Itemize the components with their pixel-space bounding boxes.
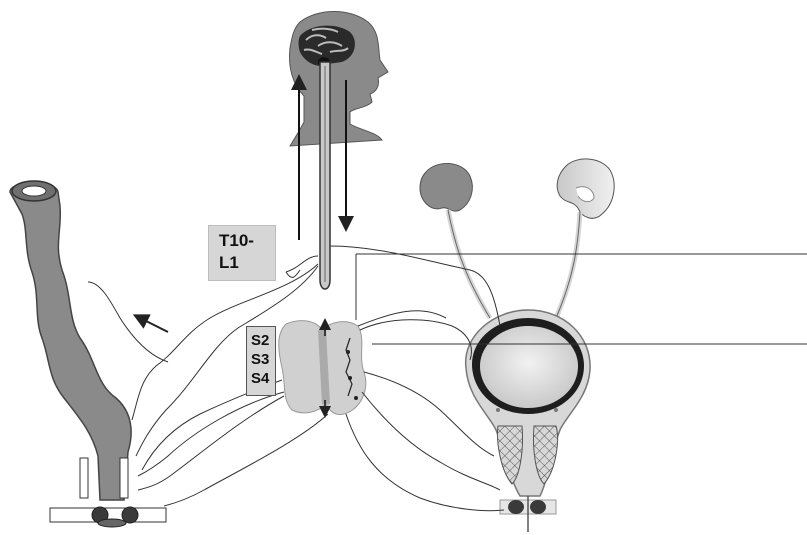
label-s2: S2	[251, 332, 270, 349]
right-kidney	[553, 158, 615, 319]
spinal-cord	[319, 61, 331, 290]
label-t10-l1: T10- L1	[208, 225, 276, 281]
label-t10-line2: L1	[219, 253, 239, 272]
label-t10-line1: T10-	[219, 231, 254, 250]
sacral-segment	[278, 318, 367, 418]
nerve-pathways	[87, 245, 807, 512]
colon-arrow	[132, 314, 169, 333]
head-silhouette	[289, 11, 389, 147]
label-s3: S3	[251, 351, 270, 368]
label-s2-s4: S2 S3 S4	[246, 326, 276, 396]
colon-rectum	[9, 180, 167, 528]
bladder	[465, 309, 591, 532]
label-s4: S4	[251, 370, 270, 387]
left-kidney	[419, 163, 493, 320]
